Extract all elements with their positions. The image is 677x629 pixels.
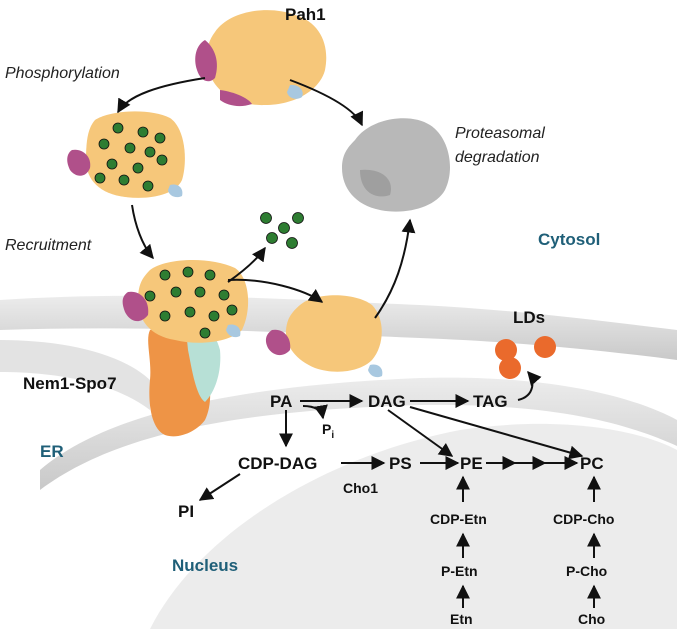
metabolite-pc: PC	[580, 454, 604, 473]
metabolite-pi-inorganic: Pi	[322, 421, 334, 441]
lipid-droplets	[495, 336, 556, 379]
lds-label: LDs	[513, 308, 545, 327]
er-label: ER	[40, 442, 64, 461]
degradation-label-line2: degradation	[455, 149, 540, 166]
metabolite-cdp-cho: CDP-Cho	[553, 511, 614, 527]
metabolite-tag: TAG	[473, 392, 508, 411]
metabolite-ps: PS	[389, 454, 412, 473]
metabolite-pi: PI	[178, 502, 194, 521]
pah1-recruited	[122, 259, 249, 343]
phosphorylation-label: Phosphorylation	[5, 65, 120, 82]
pah1-phosphorylated	[67, 111, 185, 198]
nucleus-label: Nucleus	[172, 556, 238, 575]
cytosol-label: Cytosol	[538, 230, 600, 249]
pah1-label: Pah1	[285, 5, 326, 24]
metabolite-pa: PA	[270, 392, 292, 411]
metabolite-p-cho: P-Cho	[566, 563, 607, 579]
degradation-label-line1: Proteasomal	[455, 125, 545, 142]
nem1-spo7-label: Nem1-Spo7	[23, 374, 117, 393]
metabolite-cdp-dag: CDP-DAG	[238, 454, 317, 473]
metabolite-cdp-etn: CDP-Etn	[430, 511, 487, 527]
pi-subscript: i	[331, 430, 334, 441]
enzyme-cho1: Cho1	[343, 480, 378, 496]
metabolite-p-etn: P-Etn	[441, 563, 478, 579]
metabolite-dag: DAG	[368, 392, 406, 411]
pah1-membrane	[265, 295, 383, 378]
pah1-degraded	[342, 118, 450, 212]
metabolite-etn: Etn	[450, 611, 473, 627]
cycle-arrows	[117, 77, 416, 319]
released-phosphates	[260, 212, 304, 249]
pi-p: P	[322, 421, 331, 437]
recruited-phosphates	[144, 266, 238, 339]
recruitment-label: Recruitment	[5, 237, 92, 254]
pathway-arrows	[198, 370, 601, 608]
phosphate-groups	[94, 122, 168, 192]
metabolite-cho: Cho	[578, 611, 605, 627]
pah1-native	[195, 10, 327, 107]
metabolite-pe: PE	[460, 454, 483, 473]
